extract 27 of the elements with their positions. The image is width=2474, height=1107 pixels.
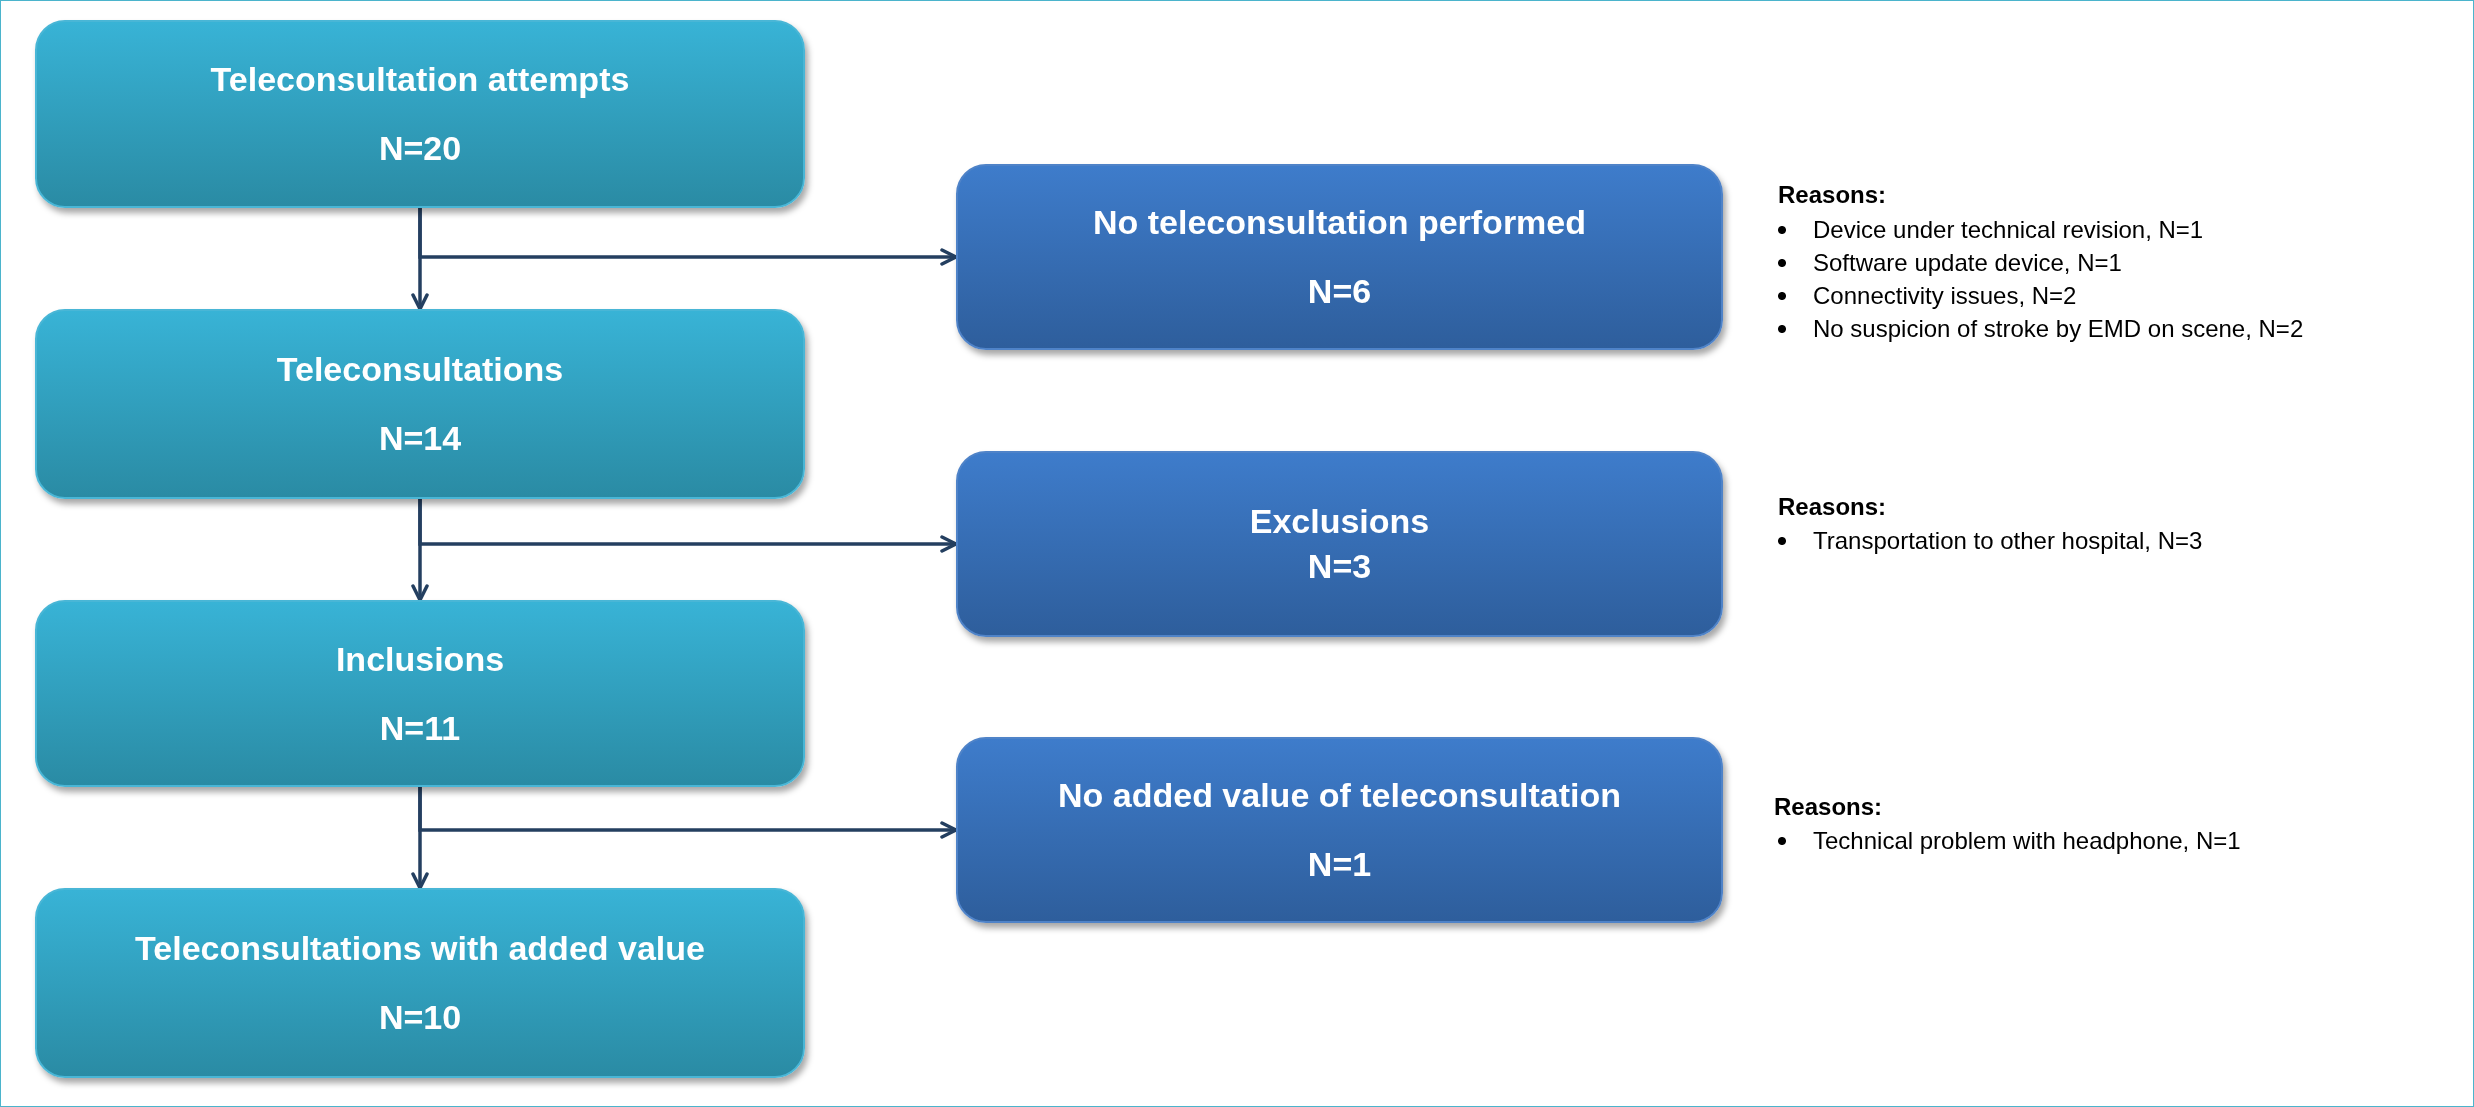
- box-title: Inclusions: [335, 639, 505, 679]
- box-title: Teleconsultations: [276, 350, 564, 389]
- count-text: N=14: [378, 419, 462, 458]
- box-title: Exclusions: [1249, 502, 1430, 541]
- count-text: N=3: [1307, 547, 1372, 586]
- process-box: [35, 888, 805, 1078]
- count-text: N=11: [379, 708, 461, 748]
- box-title: No added value of teleconsultation: [1058, 776, 1621, 815]
- count-text: N=10: [378, 998, 462, 1037]
- arrow: [418, 787, 958, 839]
- box-title: Teleconsultations with added value: [135, 929, 705, 968]
- process-box: [956, 164, 1723, 350]
- arrow: [418, 208, 958, 266]
- reasons-heading: Reasons:: [1774, 792, 1883, 822]
- count-text: N=20: [378, 129, 462, 168]
- reasons-heading: Reasons:: [1778, 180, 1887, 210]
- count-text: N=6: [1307, 272, 1372, 311]
- arrow: [418, 499, 958, 553]
- box-title: No teleconsultation performed: [1092, 203, 1587, 242]
- process-box: [35, 20, 805, 208]
- process-box: [956, 737, 1723, 923]
- process-box: [956, 451, 1723, 637]
- box-title: Teleconsultation attempts: [210, 60, 630, 99]
- count-text: N=1: [1307, 845, 1372, 884]
- reasons-heading: Reasons:: [1778, 492, 1887, 522]
- process-box: [35, 600, 805, 787]
- process-box: [35, 309, 805, 499]
